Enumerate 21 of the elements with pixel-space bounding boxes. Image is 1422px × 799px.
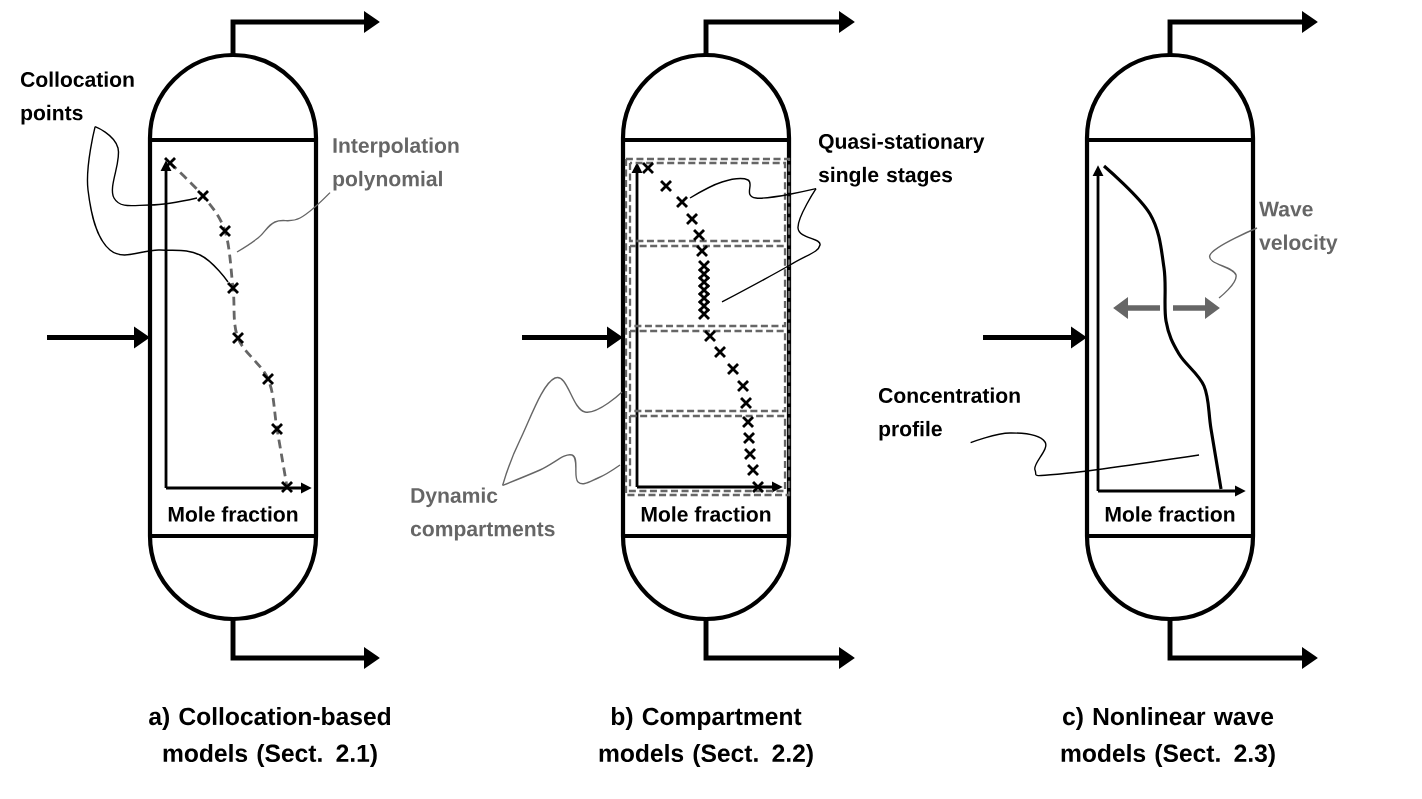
axis-label: Mole fraction xyxy=(641,506,771,522)
leader-line xyxy=(501,454,621,487)
column-label: b) Compartment models (Sect. 2.2) xyxy=(599,707,813,767)
callout-label: Wave velocity xyxy=(1259,201,1338,255)
leader-line xyxy=(689,177,817,199)
leader-line xyxy=(236,191,331,253)
axis-label: Mole fraction xyxy=(168,506,298,522)
column-label: a) Collocation-based models (Sect. 2.1) xyxy=(149,707,391,767)
axis-label: Mole fraction xyxy=(1105,506,1235,522)
callout-label: Dynamic compartments xyxy=(410,487,555,541)
callout-label: Quasi-stationary single stages xyxy=(818,133,985,187)
leader-line xyxy=(94,125,198,207)
callout-label: Concentration profile xyxy=(879,387,1020,441)
column-label: c) Nonlinear wave models (Sect. 2.3) xyxy=(1061,707,1275,767)
callout-label: Collocation points xyxy=(20,71,134,125)
leader-line xyxy=(86,125,229,283)
callout-label: Interpolation polynomial xyxy=(333,137,459,191)
leader-line xyxy=(501,376,623,487)
leader-line xyxy=(721,187,821,303)
leader-line xyxy=(1208,227,1258,299)
leader-line xyxy=(969,432,1200,477)
